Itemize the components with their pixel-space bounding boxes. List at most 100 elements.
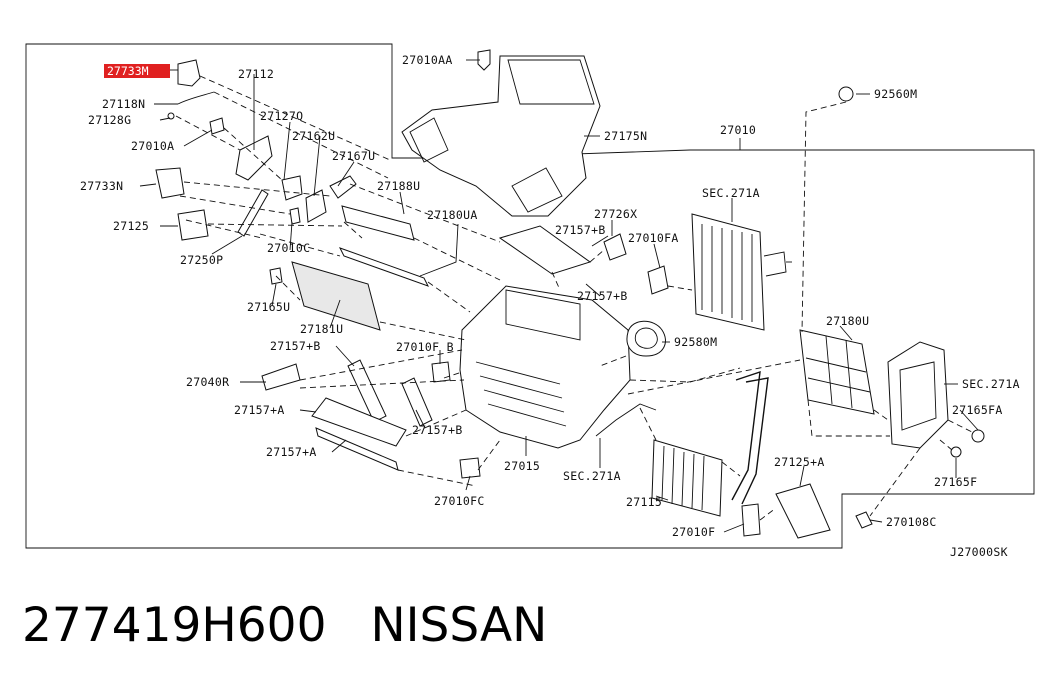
part-27175n-mouth bbox=[507, 59, 595, 105]
part-heater-pipe bbox=[731, 370, 761, 501]
part-27165f bbox=[950, 446, 962, 458]
part-27165fa bbox=[971, 429, 985, 443]
part-27125 bbox=[177, 209, 209, 241]
part-27015-top bbox=[505, 289, 581, 341]
label-270108c[interactable]: 270108C bbox=[886, 515, 937, 529]
part-92580m bbox=[626, 320, 666, 357]
part-27115-grid bbox=[661, 445, 705, 511]
part-27112 bbox=[235, 135, 273, 181]
label-27157b-2[interactable]: 27157+B bbox=[412, 423, 463, 437]
part-27167u bbox=[329, 175, 357, 199]
part-27175n bbox=[401, 55, 601, 217]
part-27157b-mid2 bbox=[401, 377, 433, 427]
label-27733n[interactable]: 27733N bbox=[80, 179, 123, 193]
part-27015-grille bbox=[475, 361, 567, 427]
label-27157b-3[interactable]: 27157+B bbox=[555, 223, 606, 237]
part-27180u-grid bbox=[805, 335, 871, 409]
part-92580m-inner bbox=[634, 327, 658, 349]
label-27165f[interactable]: 27165F bbox=[934, 475, 977, 489]
part-heater-pipe2 bbox=[741, 377, 769, 505]
part-27010c bbox=[289, 207, 301, 225]
part-sec271a-pipe bbox=[595, 403, 657, 437]
label-27125a[interactable]: 27125+A bbox=[774, 455, 825, 469]
label-27010f[interactable]: 27010F bbox=[672, 525, 715, 539]
part-27010f bbox=[741, 503, 761, 537]
part-27181u bbox=[291, 261, 381, 331]
label-27115[interactable]: 27115 bbox=[626, 495, 662, 509]
diagram-frame bbox=[25, 43, 1035, 549]
part-27157b-mid bbox=[347, 359, 387, 423]
part-27175n-port2 bbox=[511, 167, 563, 213]
part-27118n bbox=[177, 91, 215, 105]
part-270108c bbox=[855, 511, 873, 529]
label-27733m[interactable]: 27733M bbox=[107, 64, 149, 78]
part-27010fc bbox=[459, 457, 481, 479]
label-27157b-4[interactable]: 27157+B bbox=[577, 289, 628, 303]
label-27165fa[interactable]: 27165FA bbox=[952, 403, 1003, 417]
label-27157a-2[interactable]: 27157+A bbox=[266, 445, 317, 459]
part-27188u bbox=[341, 205, 415, 241]
label-27128g[interactable]: 27128G bbox=[88, 113, 131, 127]
label-27726x[interactable]: 27726X bbox=[594, 207, 637, 221]
label-27010fc[interactable]: 27010FC bbox=[434, 494, 485, 508]
caption-part-number: 277419H600 bbox=[22, 598, 327, 653]
label-92560m[interactable]: 92560M bbox=[874, 87, 917, 101]
part-27010a bbox=[209, 117, 225, 135]
label-27015[interactable]: 27015 bbox=[504, 459, 540, 473]
part-27127q bbox=[281, 175, 303, 201]
label-27165u[interactable]: 27165U bbox=[247, 300, 290, 314]
part-27128g bbox=[167, 112, 175, 120]
part-27040r bbox=[261, 363, 301, 391]
label-27010aa[interactable]: 27010AA bbox=[402, 53, 453, 67]
part-27726x bbox=[603, 233, 627, 261]
caption: 277419H600 NISSAN bbox=[22, 598, 547, 653]
part-27162u bbox=[305, 189, 327, 223]
label-27167u[interactable]: 27167U bbox=[332, 149, 375, 163]
label-27125[interactable]: 27125 bbox=[113, 219, 149, 233]
label-27010fa[interactable]: 27010FA bbox=[628, 231, 679, 245]
part-27010aa-screw bbox=[477, 49, 491, 71]
part-evaporator bbox=[691, 213, 765, 331]
label-27157b-1[interactable]: 27157+B bbox=[270, 339, 321, 353]
label-27180ua[interactable]: 27180UA bbox=[427, 208, 478, 222]
part-27733m bbox=[177, 59, 201, 87]
label-27175n[interactable]: 27175N bbox=[604, 129, 647, 143]
label-27181u[interactable]: 27181U bbox=[300, 322, 343, 336]
label-27118n[interactable]: 27118N bbox=[102, 97, 145, 111]
label-27010fb[interactable]: 27010F B bbox=[396, 340, 454, 354]
label-27040r[interactable]: 27040R bbox=[186, 375, 229, 389]
label-sec271a-2[interactable]: SEC.271A bbox=[702, 186, 760, 200]
part-evaporator-grid bbox=[701, 224, 753, 322]
part-27015 bbox=[459, 285, 631, 449]
label-27010[interactable]: 27010 bbox=[720, 123, 756, 137]
label-27010c[interactable]: 27010C bbox=[267, 241, 310, 255]
label-27250p[interactable]: 27250P bbox=[180, 253, 223, 267]
part-sec271a-housing bbox=[887, 341, 949, 449]
caption-brand: NISSAN bbox=[370, 598, 548, 653]
part-27010fb bbox=[431, 361, 451, 383]
part-sec271a-housing-inner bbox=[899, 361, 937, 431]
label-27112[interactable]: 27112 bbox=[238, 67, 274, 81]
label-27180u[interactable]: 27180U bbox=[826, 314, 869, 328]
label-27188u[interactable]: 27188U bbox=[377, 179, 420, 193]
label-sec271a-3[interactable]: SEC.271A bbox=[962, 377, 1020, 391]
label-sec271a-1[interactable]: SEC.271A bbox=[563, 469, 621, 483]
label-27162u[interactable]: 27162U bbox=[292, 129, 335, 143]
part-27175n-port bbox=[409, 117, 449, 163]
part-27157a-1 bbox=[311, 397, 407, 447]
label-92580m[interactable]: 92580M bbox=[674, 335, 717, 349]
part-27250p bbox=[237, 189, 269, 237]
label-27010a[interactable]: 27010A bbox=[131, 139, 174, 153]
part-evaporator-pipe bbox=[763, 251, 787, 277]
highlight-box bbox=[104, 64, 170, 78]
dashed-leaders bbox=[175, 75, 973, 521]
label-27127q[interactable]: 27127Q bbox=[260, 109, 303, 123]
part-27125a bbox=[775, 483, 831, 539]
solid-leaders bbox=[139, 59, 979, 533]
part-27180u bbox=[799, 329, 875, 415]
label-27157a-1[interactable]: 27157+A bbox=[234, 403, 285, 417]
labels: 27112 27118N 27128G 27010A 27127Q 27162U… bbox=[80, 53, 1020, 559]
part-27733n bbox=[155, 167, 185, 199]
